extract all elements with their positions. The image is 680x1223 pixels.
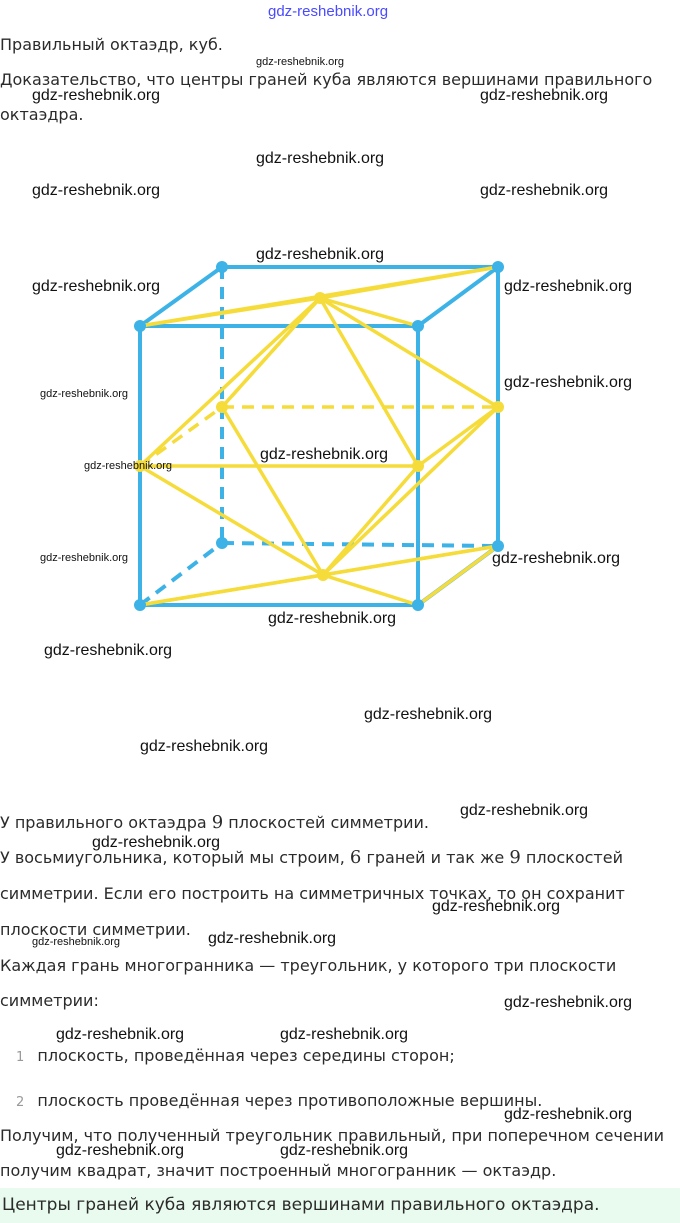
watermark: gdz-reshebnik.org [32,278,161,295]
watermark: gdz-reshebnik.org [504,1106,633,1123]
cube-vertex [134,320,146,332]
watermark: gdz-reshebnik.org [492,550,621,567]
watermark: gdz-reshebnik.org [480,87,609,104]
math-number: 9 [509,847,521,868]
watermark: gdz-reshebnik.org [280,1142,409,1159]
list-number: 2 [16,1095,25,1110]
octa-edge [416,405,500,468]
list-text: плоскость, проведённая через середины ст… [37,1046,455,1065]
octa-vertex [492,401,504,413]
symmetry-paragraph-1: У правильного октаэдра 9 плоскостей симм… [0,812,429,833]
octa-edge [220,406,325,576]
cube-vertex [492,540,504,552]
symmetry-line: плоскости симметрии. [0,920,191,939]
list-item: 1 плоскость, проведённая через середины … [16,1046,455,1065]
octa-vertex [216,401,228,413]
cube-vertex [492,261,504,273]
watermark: gdz-reshebnik.org [504,278,633,295]
watermark: gdz-reshebnik.org [32,936,121,948]
octa-edge [319,296,499,409]
symmetry-line: симметрии. Если его построить на симметр… [0,884,625,903]
watermark: gdz-reshebnik.org [32,182,161,199]
conclusion-text: Центры граней куба являются вершинами пр… [2,1195,600,1215]
conclusion-box: Центры граней куба являются вершинами пр… [0,1188,680,1223]
cube-edge [138,265,224,328]
cube-vertex [412,599,424,611]
math-number: 9 [211,812,224,833]
watermark: gdz-reshebnik.org [268,610,397,627]
octa-edge [321,405,500,577]
octa-edge [322,573,419,607]
watermark: gdz-reshebnik.org [260,446,389,463]
result-line: Получим, что полученный треугольник прав… [0,1126,665,1145]
faces-line: Каждая грань многогранника — треугольник… [0,956,617,975]
cube-vertex [216,537,228,549]
cube-hidden-edge [138,541,224,607]
cube-vertex [134,599,146,611]
octa-edge [321,464,420,577]
watermark: gdz-reshebnik.org [280,1026,409,1043]
list-item: 2 плоскость проведённая через противопол… [16,1091,542,1110]
octa-edge [416,544,500,607]
faces-line: симметрии: [0,991,99,1010]
watermark: gdz-reshebnik.org [140,738,269,755]
symmetry-paragraph-2: У восьмиугольника, который мы строим, 6 … [0,847,623,868]
text-segment: плоскостей симметрии. [228,813,430,832]
math-number: 6 [349,847,362,868]
cube-edge [416,265,500,328]
watermark: gdz-reshebnik.org [364,706,493,723]
watermark: gdz-reshebnik.org [40,388,129,400]
watermark: gdz-reshebnik.org [56,1026,185,1043]
watermark: gdz-reshebnik.org [504,374,633,391]
octa-edge [319,296,419,328]
intro-line: октаэдра. [0,105,84,124]
list-text: плоскость проведённая через противополож… [37,1091,543,1110]
octa-edge [138,296,322,468]
watermark: gdz-reshebnik.org [208,930,337,947]
text-segment: плоскостей [525,848,623,867]
result-line: получим квадрат, значит построенный мног… [0,1161,557,1180]
octa-hidden-edge [138,405,224,468]
cube-vertex [412,320,424,332]
watermark: gdz-reshebnik.org [32,87,161,104]
octa-hidden-edge [220,296,322,409]
watermark: gdz-reshebnik.org [460,802,589,819]
text-segment: граней и так же [366,848,505,867]
intro-line: Доказательство, что центры граней куба я… [0,70,653,89]
cube-vertex [216,261,228,273]
watermark: gdz-reshebnik.org [432,898,561,915]
watermark-top[interactable]: gdz-reshebnik.org [268,3,389,20]
watermark: gdz-reshebnik.org [256,150,385,167]
watermark: gdz-reshebnik.org [504,994,633,1011]
watermark: gdz-reshebnik.org [92,834,221,851]
list-number: 1 [16,1050,25,1065]
watermark: gdz-reshebnik.org [44,642,173,659]
cube-hidden-edge [221,541,499,548]
watermark: gdz-reshebnik.org [84,460,173,472]
watermark: gdz-reshebnik.org [256,56,345,68]
octa-vertex [134,460,146,472]
octa-edge [139,464,324,577]
octa-edge [318,297,420,467]
watermark: gdz-reshebnik.org [480,182,609,199]
octa-vertex [317,569,329,581]
octa-vertex [412,460,424,472]
octa-vertex [314,292,326,304]
heading: Правильный октаэдр, куб. [0,35,223,54]
watermark: gdz-reshebnik.org [256,246,385,263]
watermark: gdz-reshebnik.org [40,552,129,564]
text-segment: У правильного октаэдра [0,813,207,832]
text-segment: У восьмиугольника, который мы строим, [0,848,345,867]
watermark: gdz-reshebnik.org [56,1142,185,1159]
